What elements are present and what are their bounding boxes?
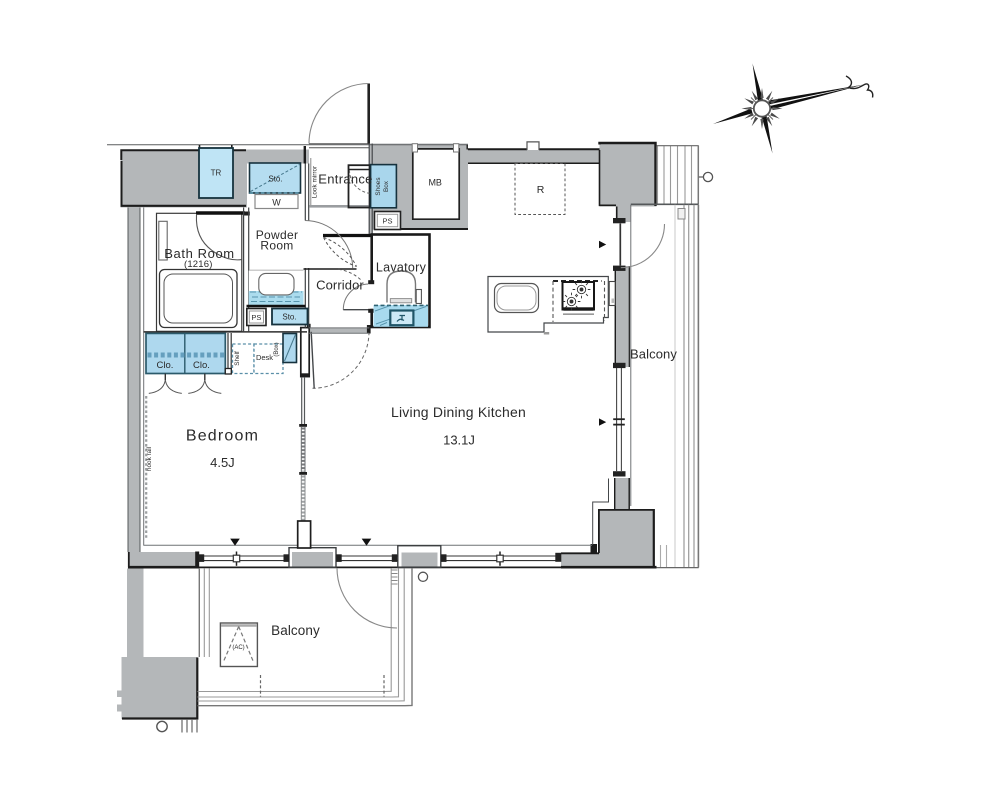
svg-text:13.1J: 13.1J — [443, 433, 475, 448]
svg-text:Corridor: Corridor — [316, 277, 364, 292]
svg-text:Balcony: Balcony — [271, 623, 320, 638]
svg-text:Desk: Desk — [256, 353, 273, 362]
svg-text:hook rail: hook rail — [146, 447, 153, 471]
svg-text:Room: Room — [260, 239, 293, 253]
svg-text:PS: PS — [251, 313, 261, 322]
svg-text:Entrance: Entrance — [318, 171, 372, 186]
svg-text:Clo.: Clo. — [157, 360, 174, 371]
svg-text:Shoes: Shoes — [375, 177, 382, 195]
svg-text:Sto.: Sto. — [268, 175, 282, 184]
svg-text:Powder: Powder — [256, 228, 299, 242]
svg-text:PS: PS — [382, 216, 392, 225]
svg-text:Box: Box — [383, 180, 390, 192]
svg-text:(1216): (1216) — [184, 259, 213, 270]
svg-text:Living Dining Kitchen: Living Dining Kitchen — [391, 404, 526, 420]
svg-text:(AC): (AC) — [232, 645, 244, 651]
svg-text:Look mirror: Look mirror — [312, 165, 319, 198]
svg-text:Clo.: Clo. — [193, 360, 210, 371]
svg-text:Bedroom: Bedroom — [186, 428, 259, 445]
svg-text:W: W — [272, 197, 281, 207]
svg-text:Shelf: Shelf — [234, 351, 241, 366]
svg-text:(Box): (Box) — [274, 342, 280, 356]
svg-text:Lavatory: Lavatory — [376, 261, 427, 275]
svg-text:R: R — [537, 184, 545, 196]
svg-text:Bath Room: Bath Room — [164, 246, 234, 261]
svg-text:Sto.: Sto. — [282, 313, 296, 322]
svg-text:MB: MB — [428, 178, 442, 188]
svg-text:TR: TR — [211, 169, 222, 178]
svg-text:4.5J: 4.5J — [210, 455, 235, 470]
svg-text:Balcony: Balcony — [630, 347, 677, 362]
